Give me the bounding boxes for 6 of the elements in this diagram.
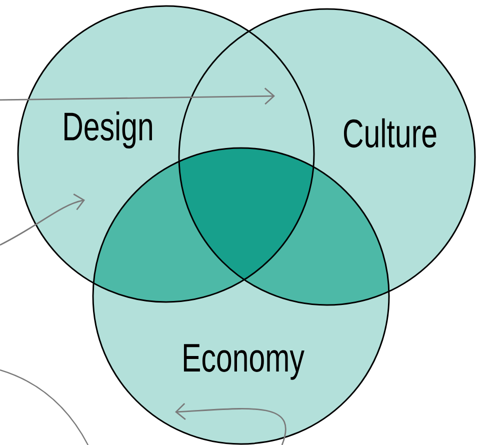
arrow (0, 194, 85, 246)
circle-label: Economy (184, 344, 304, 380)
arrow (175, 403, 286, 445)
circle-label: Culture (344, 118, 436, 148)
circle-label: Design (64, 111, 152, 149)
arrow (0, 88, 275, 105)
